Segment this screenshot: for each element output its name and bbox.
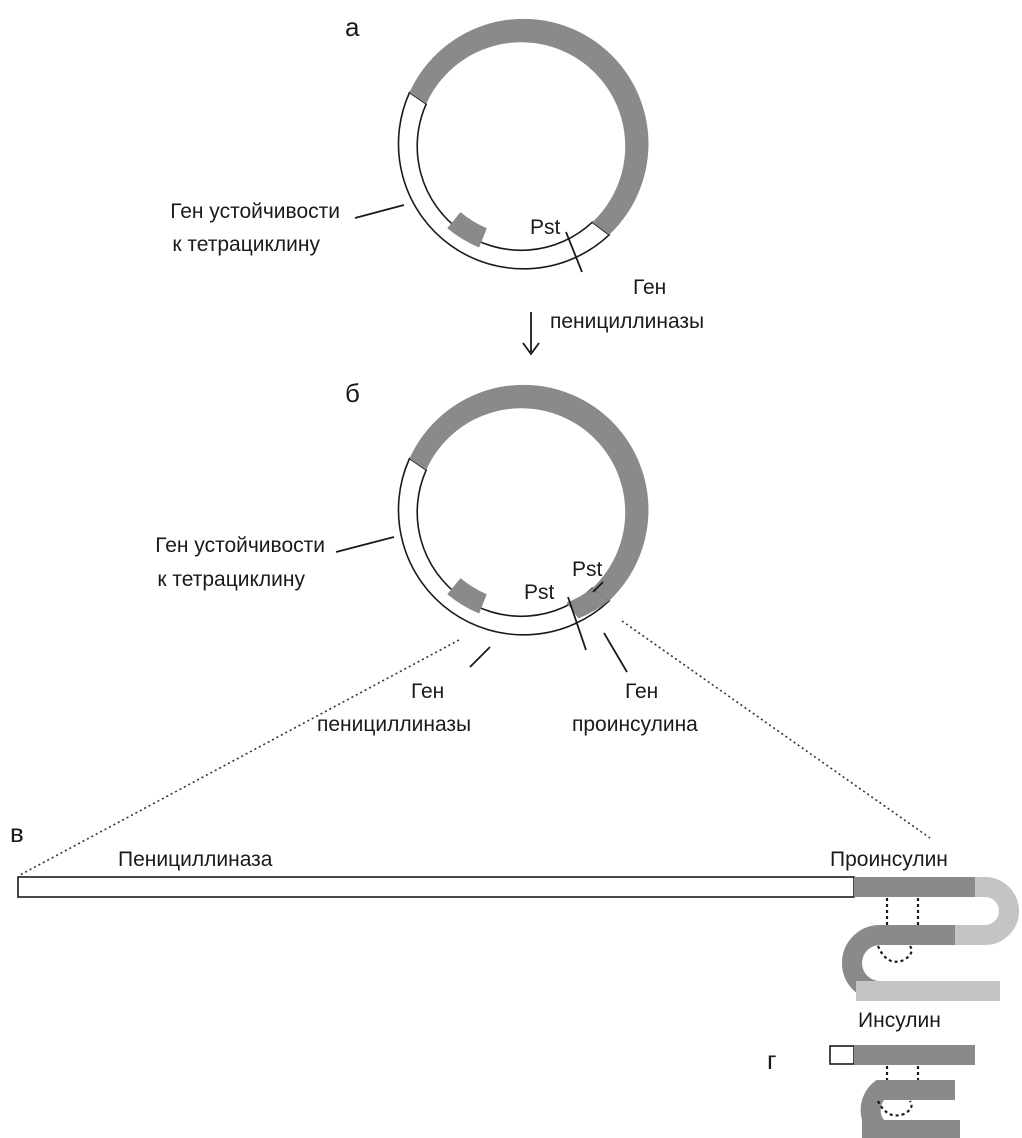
insulin-disulfide-loop [877,1100,913,1117]
plasmid-b-dark-marker [447,578,487,614]
plasmid-b-proinsulin-label-1: Ген [625,680,658,703]
plasmid-a-dark-marker [447,212,487,248]
plasmid-a-tetracycline-pointer [354,204,405,219]
plasmid-b-pst1-label: Pst [524,581,555,604]
fusion-protein: в Пенициллиназа Проинсулин [10,818,1019,1001]
plasmid-b-pst2-label: Pst [572,558,603,581]
plasmid-a-penicillinase-label-2: пенициллиназы [550,310,704,333]
insulin-label: Инсулин [858,1009,941,1032]
penicillinase-label: Пенициллиназа [118,848,273,871]
plasmid-b-penicillinase-label-1: Ген [411,680,444,703]
plasmid-a-pst-label: Pst [530,216,561,239]
proinsulin-label: Проинсулин [830,848,948,871]
plasmid-a: а Ген устойчивости к тетрациклину Pst Ге… [170,12,704,333]
plasmid-a-penicillinase-label-1: Ген [633,276,666,299]
plasmid-b-penicillinase-label-2: пенициллиназы [317,713,471,736]
insulin-white-leader [829,1045,855,1065]
plasmid-b-tetracycline-label-1: Ген устойчивости [155,534,325,557]
arrow-head [522,342,540,356]
plasmid-b-proinsulin-pointer [603,632,628,673]
plasmid-a-gray-backbone [409,18,649,235]
proinsulin-disulfide-loop [876,945,913,963]
plasmid-a-white-ring [397,91,611,270]
plasmid-b-tetracycline-pointer [335,536,395,553]
plasmid-b: б Ген устойчивости к тетрациклину Pst Ps… [19,378,931,876]
plasmid-b-proinsulin-label-2: проинсулина [572,713,698,736]
transition-arrow [522,312,540,356]
plasmid-b-gray-backbone [409,384,649,601]
plasmid-b-penicillinase-pointer [469,646,491,668]
insulin: г Инсулин [767,1009,975,1138]
plasmid-a-tetracycline-label-1: Ген устойчивости [170,200,340,223]
panel-label-a: а [345,12,360,42]
panel-label-g: г [767,1045,776,1075]
expansion-line-left [19,639,460,876]
plasmid-a-pst-pointer [565,231,583,273]
plasmid-b-pst2-pointer [592,581,604,593]
plasmid-a-tetracycline-label-2: к тетрациклину [172,233,320,256]
plasmid-b-tetracycline-label-2: к тетрациклину [157,568,305,591]
panel-label-b: б [345,378,360,408]
penicillinase-bar [17,876,855,898]
plasmid-b-proinsulin-insert [566,588,610,619]
plasmid-b-white-ring [397,457,611,636]
panel-label-v: в [10,818,24,848]
plasmid-b-pst1-pointer [567,596,587,651]
